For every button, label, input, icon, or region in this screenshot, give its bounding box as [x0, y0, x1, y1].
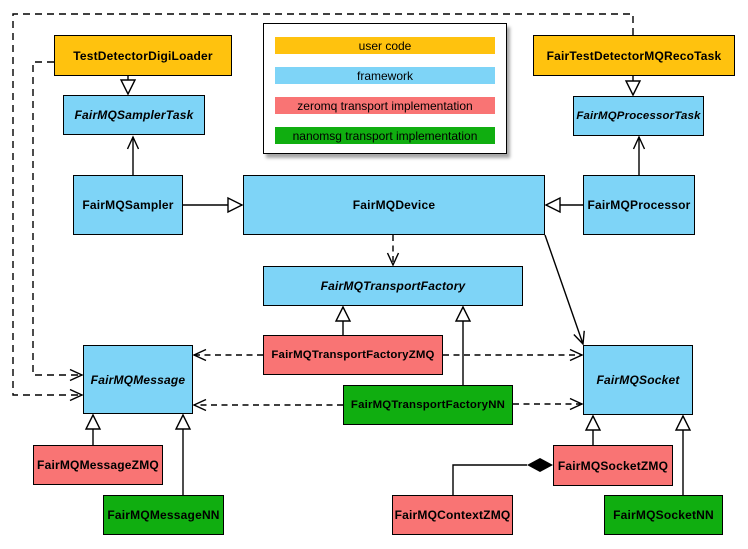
node-fairmqdevice: FairMQDevice	[243, 175, 545, 235]
node-label: FairMQSamplerTask	[74, 108, 194, 122]
legend-item-zeromq: zeromq transport implementation	[275, 97, 495, 114]
node-label: FairMQProcessor	[587, 198, 691, 212]
node-label: FairMQSocketNN	[613, 508, 714, 522]
node-fairmqtransportfactory: FairMQTransportFactory	[263, 266, 523, 306]
node-label: FairMQContextZMQ	[394, 508, 511, 522]
composition-diamond	[527, 458, 553, 472]
node-fairmqprocessortask: FairMQProcessorTask	[573, 96, 704, 136]
node-fairmqmessagezmq: FairMQMessageZMQ	[33, 445, 163, 485]
node-label: FairTestDetectorMQRecoTask	[546, 48, 722, 63]
node-label: FairMQTransportFactory	[320, 279, 466, 293]
legend-label: framework	[356, 68, 413, 83]
node-fairmqsocketnn: FairMQSocketNN	[604, 495, 723, 535]
edge-recotask-message	[12, 13, 634, 402]
legend-item-nanomsg: nanomsg transport implementation	[275, 127, 495, 144]
node-fairmqcontextzmq: FairMQContextZMQ	[392, 495, 513, 535]
node-testdetectordigiloader: TestDetectorDigiLoader	[54, 35, 232, 76]
legend: user code framework zeromq transport imp…	[263, 23, 507, 154]
legend-label: user code	[358, 38, 412, 53]
node-label: FairMQMessage	[90, 372, 186, 387]
node-fairtestdetectormqrecotask: FairTestDetectorMQRecoTask	[533, 35, 735, 76]
node-label: TestDetectorDigiLoader	[73, 48, 213, 63]
node-label: FairMQMessageNN	[107, 508, 220, 522]
node-label: FairMQTransportFactoryZMQ	[271, 349, 435, 361]
edge-contextzmq-socketzmq	[452, 464, 527, 495]
legend-item-user-code: user code	[275, 37, 495, 54]
node-fairmqprocessor: FairMQProcessor	[583, 175, 695, 235]
node-label: FairMQTransportFactoryNN	[350, 399, 506, 411]
legend-label: nanomsg transport implementation	[292, 128, 478, 143]
node-fairmqsocketzmq: FairMQSocketZMQ	[553, 445, 673, 486]
node-label: FairMQSocket	[596, 373, 680, 387]
node-fairmqtransportfactoryzmq: FairMQTransportFactoryZMQ	[263, 335, 443, 375]
node-label: FairMQProcessorTask	[576, 110, 701, 122]
node-label: FairMQSocketZMQ	[557, 458, 669, 473]
node-fairmqtransportfactorynn: FairMQTransportFactoryNN	[343, 385, 513, 425]
node-fairmqsamplertask: FairMQSamplerTask	[63, 95, 205, 135]
legend-label: zeromq transport implementation	[297, 98, 473, 113]
node-fairmqsocket: FairMQSocket	[583, 345, 693, 415]
edge-device-socket	[544, 234, 585, 346]
node-fairmqsampler: FairMQSampler	[73, 175, 183, 235]
legend-item-framework: framework	[275, 67, 495, 84]
node-label: FairMQSampler	[82, 198, 174, 212]
node-label: FairMQDevice	[352, 198, 436, 212]
node-fairmqmessage: FairMQMessage	[83, 345, 193, 414]
node-label: FairMQMessageZMQ	[37, 458, 159, 472]
node-fairmqmessagenn: FairMQMessageNN	[103, 495, 224, 535]
